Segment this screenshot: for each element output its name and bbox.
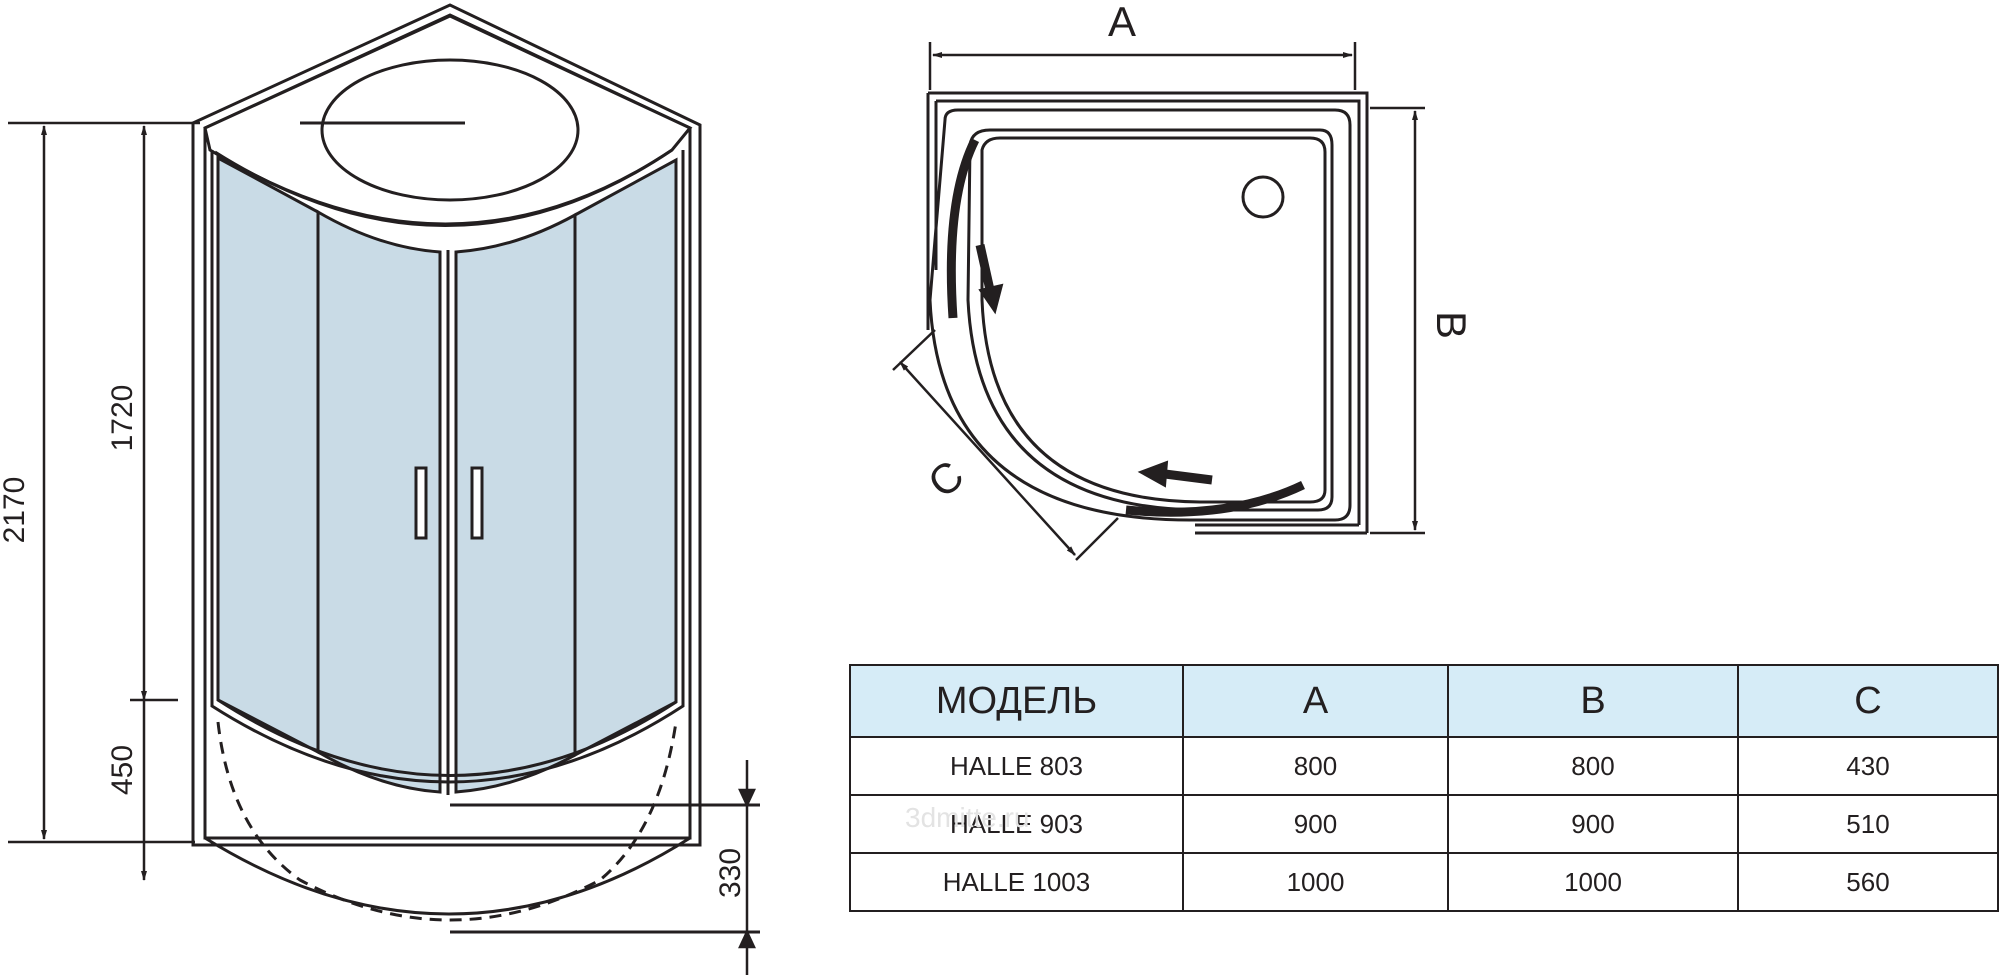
tray-hidden-outline (216, 721, 678, 922)
front-view (191, 3, 760, 934)
dim-b-label: B (1428, 311, 1475, 339)
table-header-row: МОДЕЛЬ A B C (849, 664, 1999, 738)
cell-c: 560 (1737, 852, 1999, 912)
door-arrow-left (1137, 460, 1169, 488)
dim-c-label: C (919, 451, 972, 507)
table-row: HALLE 1003 1000 1000 560 (849, 852, 1999, 912)
cell-b: 900 (1447, 794, 1739, 854)
glass-right-side (573, 157, 678, 758)
cell-a: 800 (1182, 736, 1449, 796)
cell-b: 1000 (1447, 852, 1739, 912)
door-handle-left (414, 466, 428, 540)
dim-line-c (899, 361, 1076, 556)
cell-b: 800 (1447, 736, 1739, 796)
cell-model: HALLE 1003 (849, 852, 1184, 912)
plan-view (926, 91, 1369, 535)
plan-wall-back (928, 91, 1369, 533)
dim-1720-label: 1720 (106, 385, 139, 452)
plan-door-right (1125, 480, 1305, 517)
table-row: HALLE 803 800 800 430 (849, 736, 1999, 796)
dim-330-label: 330 (714, 848, 747, 898)
cell-model: HALLE 903 (849, 794, 1184, 854)
dim-450-label: 450 (106, 745, 139, 795)
header-c: C (1737, 664, 1999, 738)
table-row: HALLE 903 900 900 510 (849, 794, 1999, 854)
overhead-shower (320, 58, 580, 202)
door-arrow-down (978, 283, 1004, 315)
header-b: B (1447, 664, 1739, 738)
glass-left-side (216, 155, 320, 755)
plan-door-left (946, 137, 980, 319)
cell-a: 900 (1182, 794, 1449, 854)
header-a: A (1182, 664, 1449, 738)
shower-tray (203, 715, 692, 916)
front-dimensions (8, 121, 756, 975)
dim-a-label: A (1108, 0, 1136, 45)
model-dimensions-table: МОДЕЛЬ A B C HALLE 803 800 800 430 HALLE… (849, 664, 1999, 912)
dim-2170-label: 2170 (0, 477, 31, 544)
door-handle-right (470, 466, 484, 540)
plan-tray-outer (928, 108, 1352, 522)
plan-dimensions (892, 42, 1425, 561)
cell-model: HALLE 803 (849, 736, 1184, 796)
cell-a: 1000 (1182, 852, 1449, 912)
roof-edge (214, 148, 673, 227)
header-model: МОДЕЛЬ (849, 664, 1184, 738)
watermark: 3dmitte.ru (905, 802, 1030, 833)
cell-c: 510 (1737, 794, 1999, 854)
plan-drain (1241, 175, 1285, 219)
plan-tray-inner (980, 136, 1327, 504)
cell-c: 430 (1737, 736, 1999, 796)
